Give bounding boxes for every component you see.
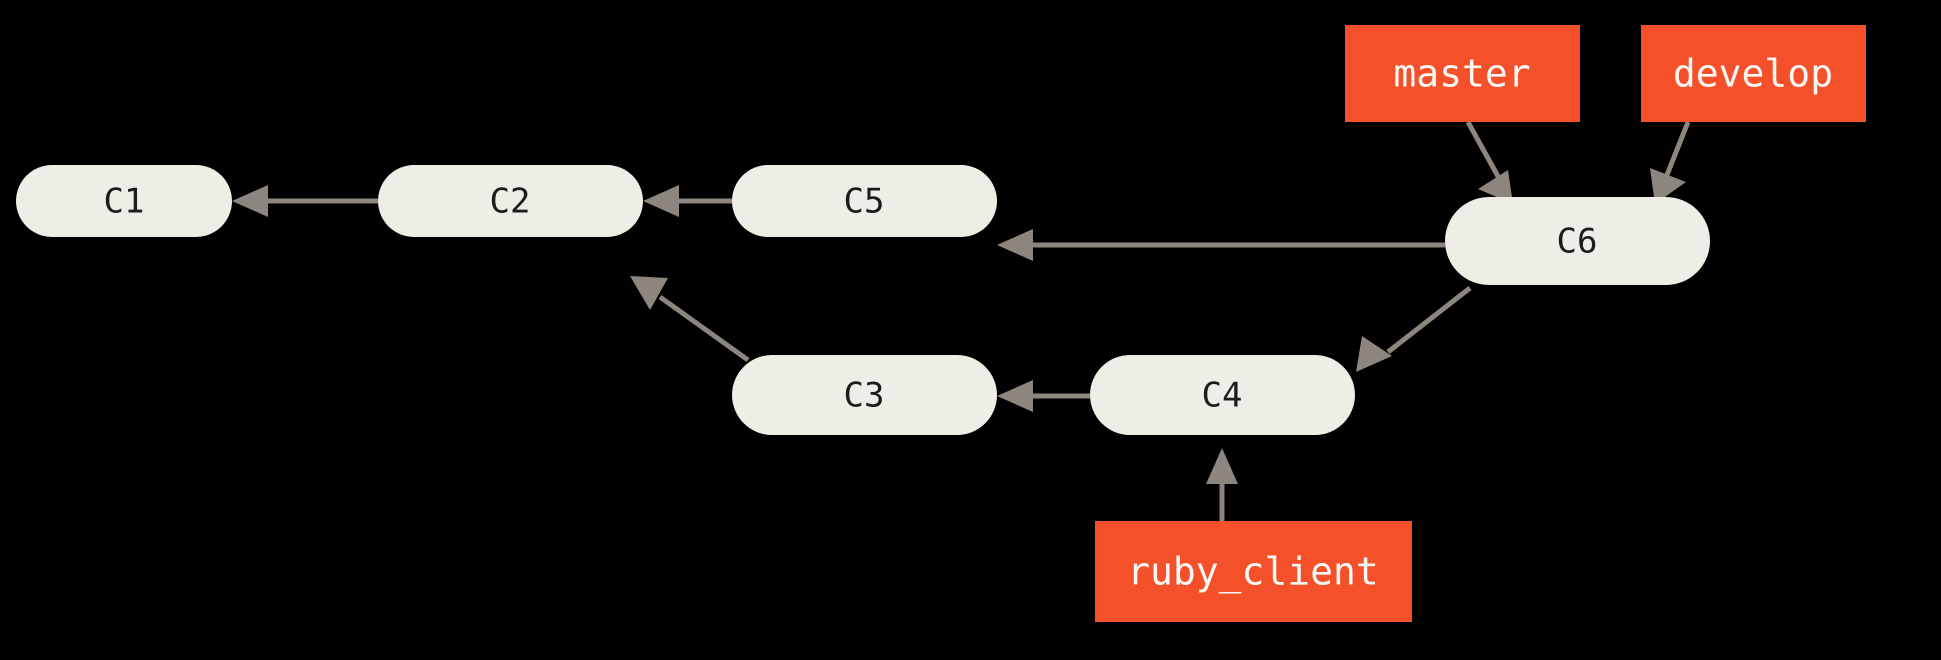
edge-c2-to-c1-arrowhead: [232, 185, 268, 217]
commit-node-c1-shape[interactable]: [16, 165, 232, 237]
edge-c4-to-c3-arrowhead: [997, 380, 1033, 412]
commit-node-c6-shape[interactable]: [1445, 197, 1710, 285]
edge-c6-to-c4-line: [1386, 286, 1472, 354]
branch-label-develop-text: develop: [1673, 52, 1833, 96]
edge-c3-to-c2: [630, 276, 750, 363]
commit-node-c2-shape[interactable]: [378, 165, 643, 237]
edge-develop-to-c6-arrowhead: [1650, 168, 1686, 204]
edge-c2-to-c1: [232, 185, 378, 217]
branch-label-master-shape[interactable]: [1345, 25, 1580, 122]
commit-node-c1[interactable]: C1: [16, 165, 232, 237]
edge-c6-to-c5: [997, 229, 1445, 261]
edge-c6-to-c4-arrowhead: [1356, 336, 1392, 372]
edge-c6-to-c5-arrowhead: [997, 229, 1033, 261]
commit-node-c5[interactable]: C5: [732, 165, 997, 237]
commit-node-c6-label: C6: [1557, 222, 1598, 262]
commit-node-c2-label: C2: [490, 182, 531, 222]
commit-node-c5-label: C5: [844, 182, 885, 222]
branch-label-master[interactable]: master: [1345, 25, 1580, 122]
branch-label-develop-shape[interactable]: [1641, 25, 1866, 122]
commit-node-c3-label: C3: [844, 376, 885, 416]
branch-label-ruby-client[interactable]: ruby_client: [1095, 521, 1412, 622]
edge-develop-to-c6-line: [1662, 121, 1691, 181]
branch-label-master-text: master: [1393, 52, 1530, 96]
branch-label-ruby-client-shape[interactable]: [1095, 521, 1412, 622]
commit-node-c4-label: C4: [1202, 376, 1243, 416]
edge-master-to-c6-line: [1465, 120, 1503, 182]
commit-node-c6[interactable]: C6: [1445, 197, 1710, 285]
edge-master-to-c6: [1465, 120, 1513, 204]
edge-c3-to-c2-line: [658, 294, 750, 363]
edge-ruby-client-to-c4: [1206, 448, 1238, 521]
edge-master-to-c6-arrowhead: [1478, 170, 1513, 204]
edge-c3-to-c2-arrowhead: [630, 276, 668, 310]
commit-node-c4-shape[interactable]: [1090, 355, 1355, 435]
edge-develop-to-c6: [1650, 121, 1691, 204]
commit-node-c1-label: C1: [104, 182, 145, 222]
branch-label-ruby-client-text: ruby_client: [1127, 550, 1379, 595]
edge-c5-to-c2: [643, 185, 732, 217]
commit-node-c2[interactable]: C2: [378, 165, 643, 237]
commit-node-c4[interactable]: C4: [1090, 355, 1355, 435]
commit-node-c5-shape[interactable]: [732, 165, 997, 237]
commit-node-c3[interactable]: C3: [732, 355, 997, 435]
edge-c5-to-c2-arrowhead: [643, 185, 679, 217]
branch-label-develop[interactable]: develop: [1641, 25, 1866, 122]
edge-c6-to-c4: [1356, 286, 1472, 372]
commit-node-c3-shape[interactable]: [732, 355, 997, 435]
edge-c4-to-c3: [997, 380, 1090, 412]
edge-ruby-client-to-c4-arrowhead: [1206, 448, 1238, 484]
